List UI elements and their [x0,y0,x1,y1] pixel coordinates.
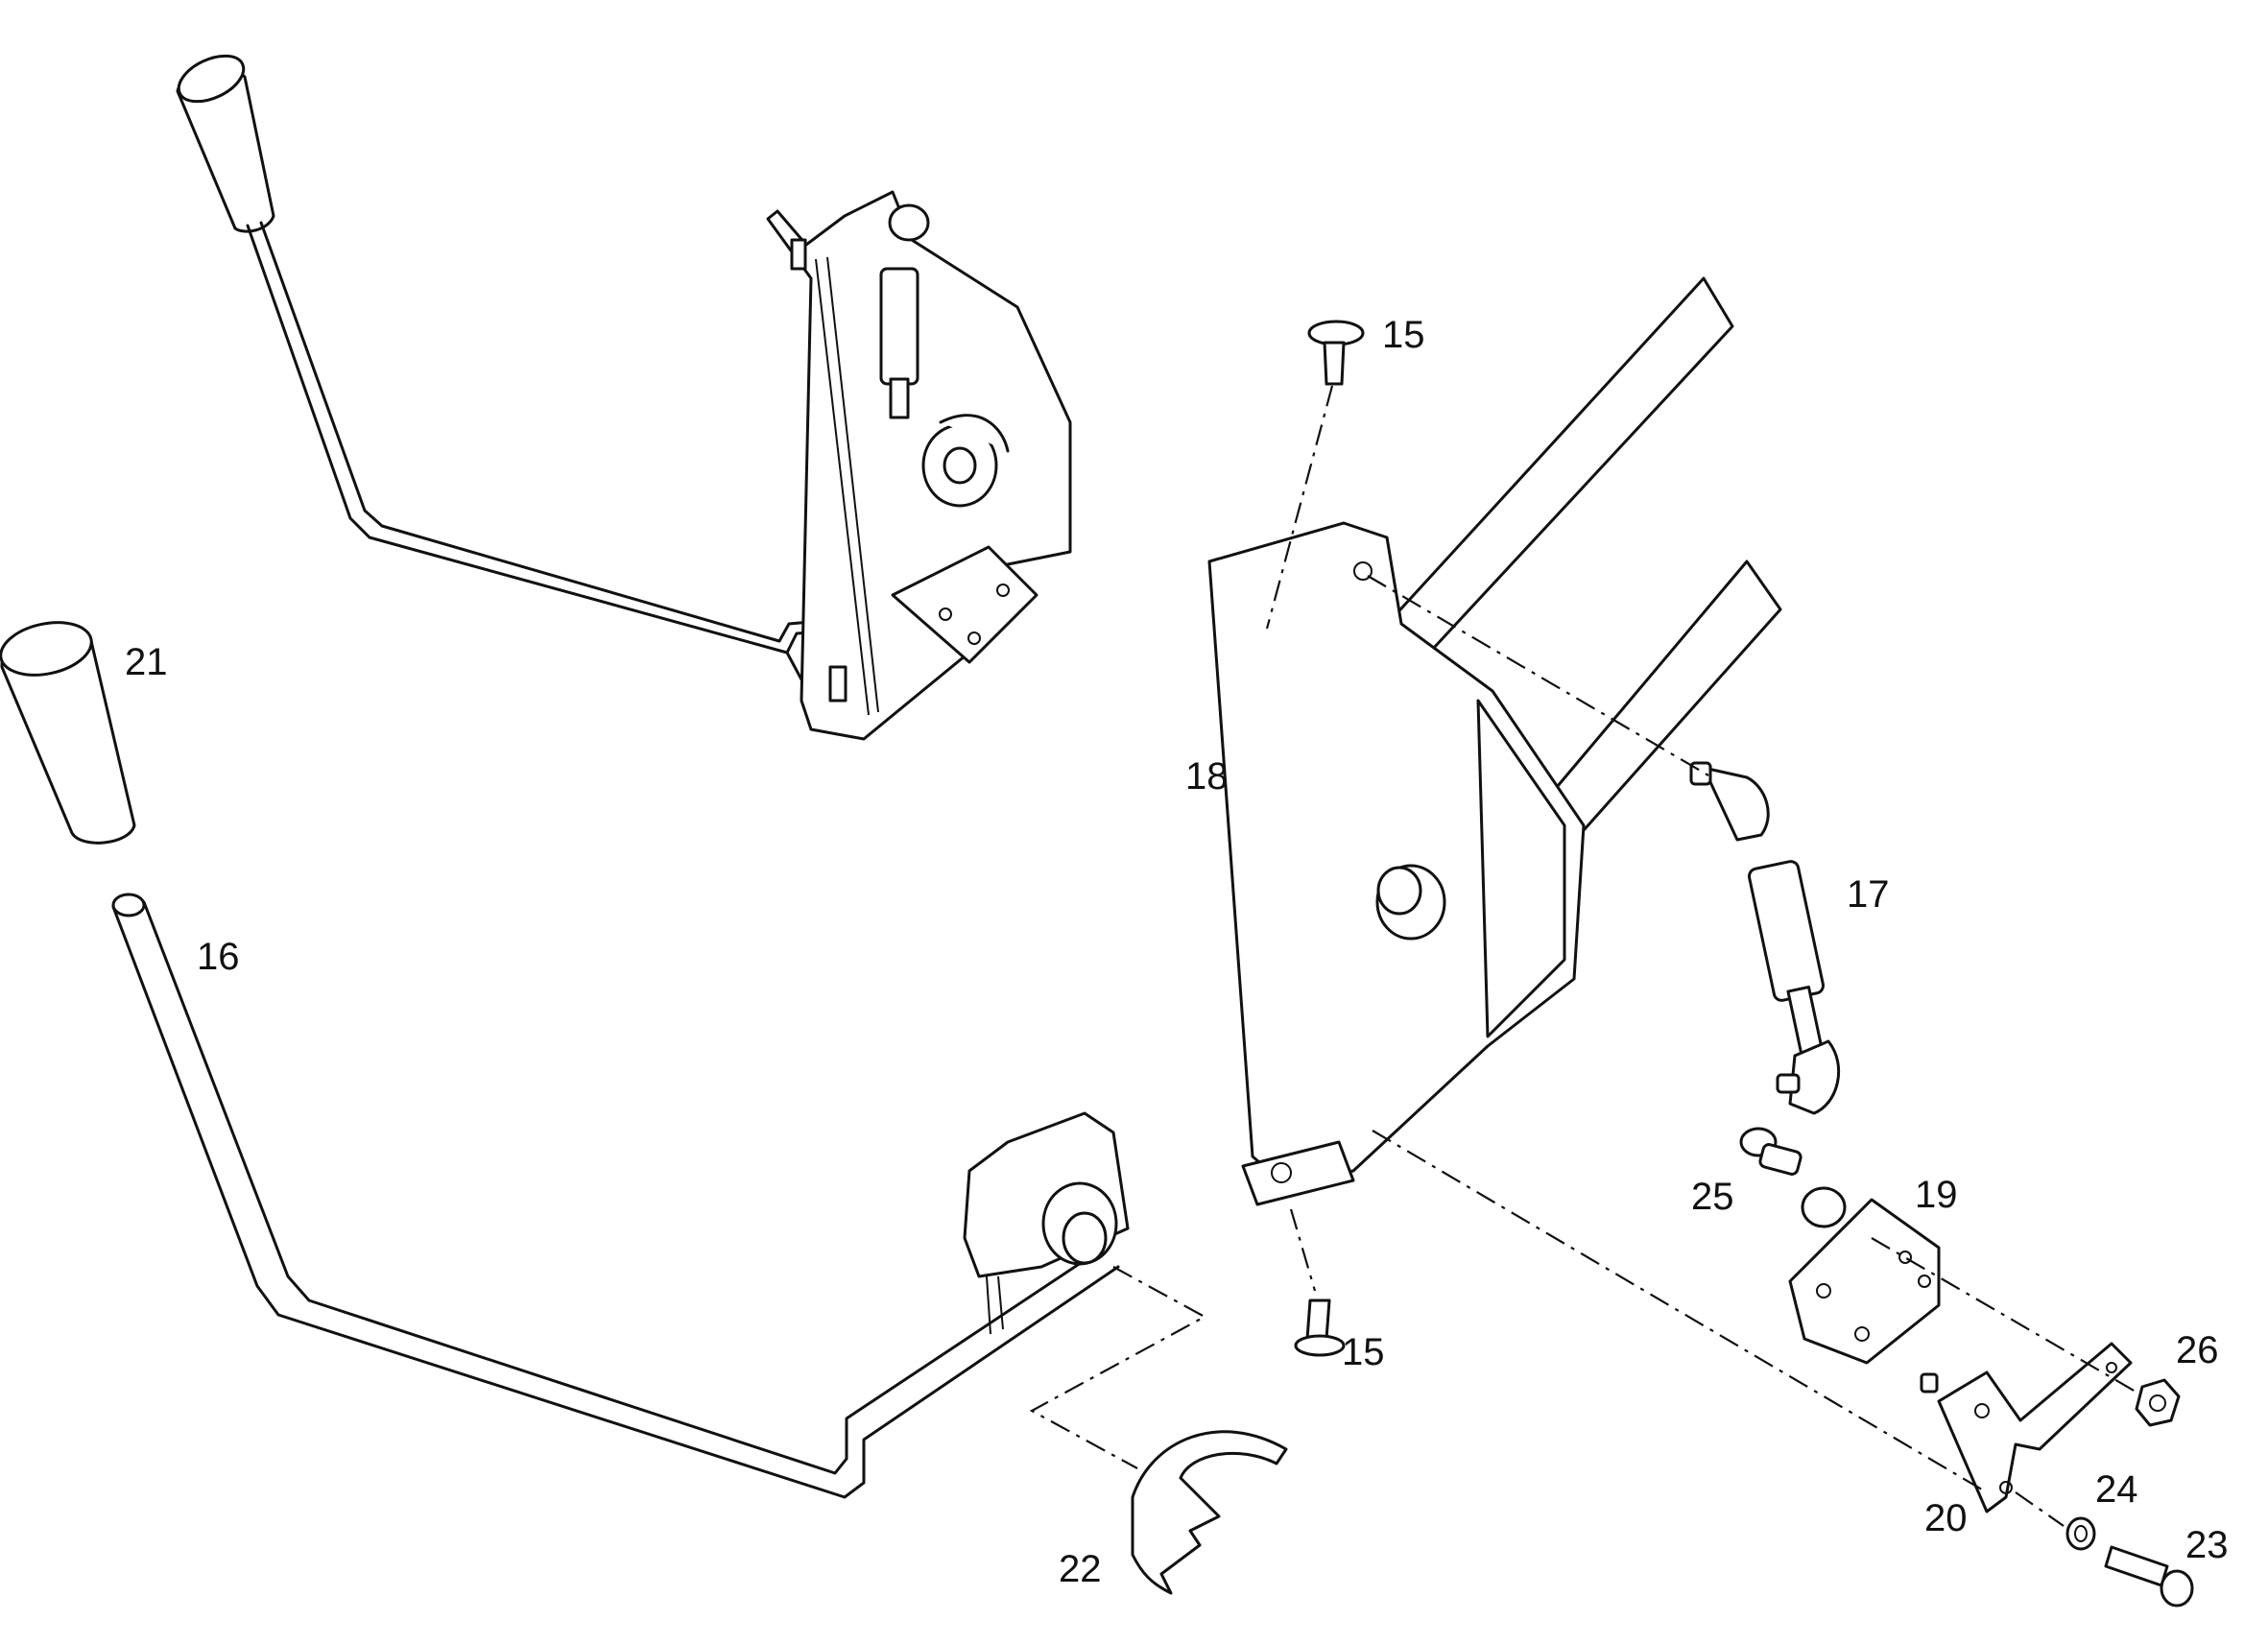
label-15-top: 15 [1382,314,1425,356]
bracket-frame-part [1207,276,1782,1206]
label-20: 20 [1924,1497,1968,1539]
label-23: 23 [2185,1524,2229,1566]
label-18: 18 [1185,755,1229,798]
knob-part [0,621,136,845]
clip-part [1131,1430,1288,1595]
label-24: 24 [2095,1468,2138,1511]
screw-23-part [2104,1545,2194,1608]
bracket-20-part [1920,1342,2133,1513]
label-17: 17 [1847,873,1890,916]
washer-24-part [2065,1516,2096,1551]
label-22: 22 [1059,1548,1102,1590]
assembly-center-lines [1029,385,2137,1527]
nut-26-part [2135,1378,2181,1427]
label-25: 25 [1691,1176,1734,1218]
bolt-25-part [1739,1127,1802,1176]
label-15-bottom: 15 [1342,1331,1385,1373]
lever-rod-part [111,893,1130,1499]
assembled-lever-assembly [176,54,1072,741]
block-19-part [1788,1186,1941,1365]
gas-spring-part [1689,761,1841,1115]
label-19: 19 [1915,1174,1958,1216]
label-26: 26 [2176,1329,2219,1371]
screw-top-part [1307,320,1365,386]
screw-bottom-part [1294,1299,1346,1357]
label-16: 16 [197,936,240,978]
label-21: 21 [125,641,168,683]
callout-labels: 15 15 16 17 18 19 20 21 22 23 24 25 26 [125,314,2229,1590]
